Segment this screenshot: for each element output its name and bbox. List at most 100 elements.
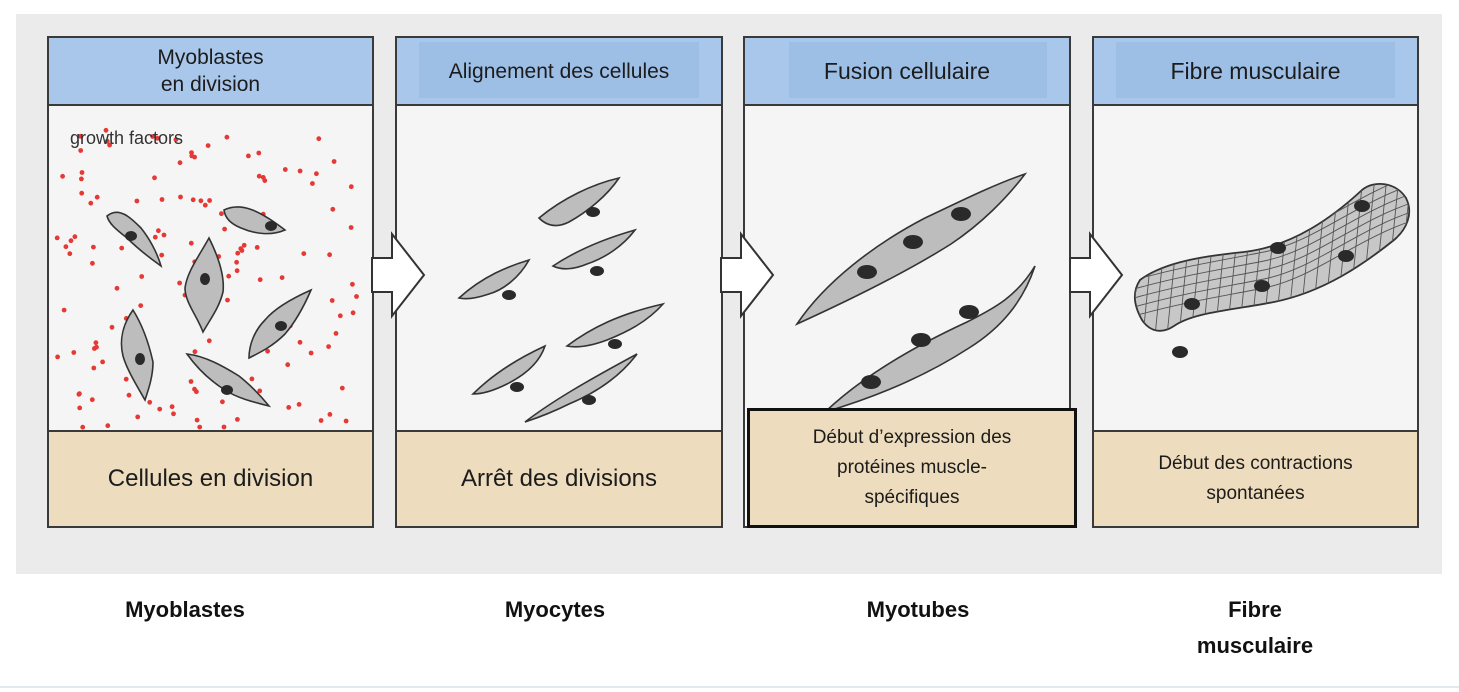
growth-factor-dot-icon xyxy=(94,344,99,350)
growth-factor-dot-icon xyxy=(157,406,163,412)
stage-panel-muscle-fiber: Fibre musculaire Début des contractions … xyxy=(1092,36,1419,528)
growth-factor-dot-icon xyxy=(177,160,183,166)
nucleus-icon xyxy=(221,385,233,395)
nucleus-icon xyxy=(959,305,979,319)
growth-factor-dot-icon xyxy=(331,159,337,164)
growth-factor-dot-icon xyxy=(339,385,345,391)
growth-factor-dot-icon xyxy=(314,171,319,177)
stage-footer: Début des contractions spontanées xyxy=(1094,430,1417,526)
stage-panel-myoblasts: Myoblastes en division Cellules en divis… xyxy=(47,36,374,528)
growth-factor-dot-icon xyxy=(257,277,263,283)
growth-factor-dot-icon xyxy=(161,232,167,238)
growth-factor-dot-icon xyxy=(152,234,158,240)
growth-factor-dot-icon xyxy=(256,173,262,179)
stage-header-label: Fibre musculaire xyxy=(1170,57,1341,84)
nucleus-icon xyxy=(608,339,622,349)
nucleus-icon xyxy=(1354,200,1370,212)
growth-factor-dot-icon xyxy=(138,303,144,308)
growth-factor-dot-icon xyxy=(235,417,240,422)
right-arrow-icon xyxy=(720,231,775,319)
stage-panel-myocytes: Alignement des cellules Arrêt des divisi… xyxy=(395,36,723,528)
myotube-illustration xyxy=(794,172,1036,413)
stage-header-box xyxy=(1116,42,1395,98)
nucleus-icon xyxy=(125,231,137,241)
growth-factor-dot-icon xyxy=(327,412,333,417)
growth-factor-dot-icon xyxy=(348,184,354,190)
nucleus-icon xyxy=(1254,280,1270,292)
growth-factor-dot-icon xyxy=(189,153,195,159)
growth-factor-dot-icon xyxy=(296,402,302,407)
growth-factor-dot-icon xyxy=(114,285,120,291)
growth-factor-dot-icon xyxy=(235,250,241,256)
growth-factor-dot-icon xyxy=(178,194,183,200)
growth-factor-dot-icon xyxy=(279,275,285,280)
growth-factor-dot-icon xyxy=(192,386,197,392)
growth-factor-dot-icon xyxy=(76,391,82,397)
growth-factor-dot-icon xyxy=(226,273,232,279)
growth-factor-dot-icon xyxy=(343,418,349,424)
growth-factor-dot-icon xyxy=(79,176,84,182)
growth-factor-dot-icon xyxy=(105,423,111,429)
nucleus-icon xyxy=(911,333,931,347)
growth-factor-dot-icon xyxy=(91,365,97,371)
growth-factor-dot-icon xyxy=(249,376,255,382)
growth-factor-dot-icon xyxy=(354,294,359,299)
growth-factor-dot-icon xyxy=(159,252,165,258)
growth-factor-dot-icon xyxy=(147,399,153,405)
growth-factor-dot-icon xyxy=(79,190,85,196)
nucleus-icon xyxy=(951,207,971,221)
growth-factor-dot-icon xyxy=(55,354,60,360)
growth-factor-dot-icon xyxy=(234,259,240,265)
stage-header-label: Fusion cellulaire xyxy=(823,57,991,84)
nucleus-icon xyxy=(510,382,524,392)
myotube-cell-icon xyxy=(824,265,1036,413)
growth-factors-label: growth factors xyxy=(70,128,184,148)
growth-factor-dot-icon xyxy=(238,246,244,252)
growth-factor-dot-icon xyxy=(333,331,339,336)
right-arrow-icon xyxy=(371,231,426,319)
nucleus-icon xyxy=(861,375,881,389)
stage-footer: Début d’expression des protéines muscle-… xyxy=(747,408,1077,528)
stage-caption-myocytes: Myocytes xyxy=(504,597,606,622)
growth-factor-dot-icon xyxy=(60,173,65,179)
growth-factor-dot-icon xyxy=(194,417,200,423)
growth-factor-dot-icon xyxy=(126,392,132,398)
growth-factor-dot-icon xyxy=(286,405,292,410)
cell-icon xyxy=(524,353,638,423)
stage-header: Fibre musculaire xyxy=(1094,38,1417,106)
growth-factor-dot-icon xyxy=(150,134,155,139)
growth-factor-dot-icon xyxy=(63,244,69,250)
cell-icon xyxy=(537,176,621,227)
growth-factor-dot-icon xyxy=(301,251,307,256)
nucleus-icon xyxy=(586,207,600,217)
right-arrow-icon xyxy=(1069,231,1124,319)
growth-factor-dot-icon xyxy=(257,388,263,394)
growth-factor-dot-icon xyxy=(337,313,343,319)
growth-factor-dot-icon xyxy=(318,418,324,423)
growth-factor-dot-icon xyxy=(91,244,96,250)
nucleus-icon xyxy=(590,266,604,276)
growth-factor-dot-icon xyxy=(308,350,314,356)
growth-factor-dot-icon xyxy=(190,197,196,203)
cell-icon xyxy=(223,206,287,235)
growth-factor-dot-icon xyxy=(221,424,227,430)
growth-factor-dot-icon xyxy=(327,252,332,258)
growth-factor-dot-icon xyxy=(224,134,230,140)
growth-factor-dot-icon xyxy=(123,376,129,382)
growth-factor-dot-icon xyxy=(100,359,105,365)
growth-factor-dot-icon xyxy=(134,198,140,204)
growth-factor-dot-icon xyxy=(119,245,125,251)
growth-factor-dot-icon xyxy=(135,414,141,420)
growth-factor-dot-icon xyxy=(202,202,208,208)
growth-factor-dot-icon xyxy=(297,339,303,345)
cell-icon xyxy=(565,302,666,348)
growth-factor-dot-icon xyxy=(297,168,303,174)
growth-factor-dot-icon xyxy=(350,281,355,287)
growth-factor-dot-icon xyxy=(90,260,95,266)
growth-factor-dot-icon xyxy=(246,153,251,159)
growth-factor-dot-icon xyxy=(316,136,322,142)
growth-factor-dot-icon xyxy=(89,397,95,403)
growth-factor-dot-icon xyxy=(326,344,331,349)
growth-factor-dot-icon xyxy=(104,138,110,144)
stage-header: Alignement des cellules xyxy=(397,38,721,106)
